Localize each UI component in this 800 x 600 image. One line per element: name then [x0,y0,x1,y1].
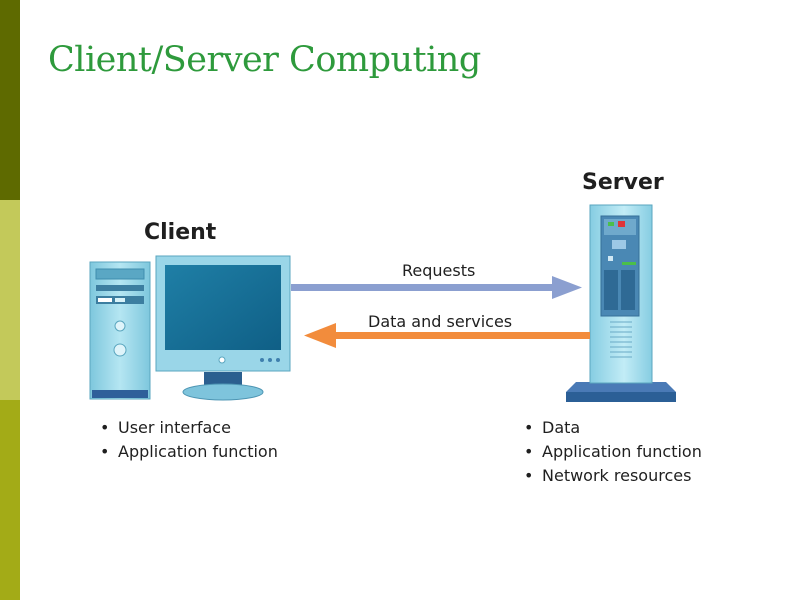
data-and-services-arrow [304,323,590,348]
server-feature-item: Data [524,416,702,440]
requests-label: Requests [402,261,476,280]
tower-server-icon [566,204,676,402]
client-label: Client [144,220,217,245]
server-feature-item: Application function [524,440,702,464]
client-feature-item: User interface [100,416,278,440]
client-feature-list: User interface Application function [100,416,278,464]
server-feature-list: Data Application function Network resour… [524,416,702,488]
client-tower-icon [89,261,151,400]
data-and-services-label: Data and services [368,312,513,331]
side-band-middle [0,200,20,400]
server-feature-item: Network resources [524,464,702,488]
server-label: Server [582,170,664,195]
side-band-top [0,0,20,200]
desktop-computer-icon [155,255,291,401]
side-band-bottom [0,400,20,600]
client-feature-item: Application function [100,440,278,464]
slide-title: Client/Server Computing [48,40,481,80]
requests-arrow [291,276,582,299]
